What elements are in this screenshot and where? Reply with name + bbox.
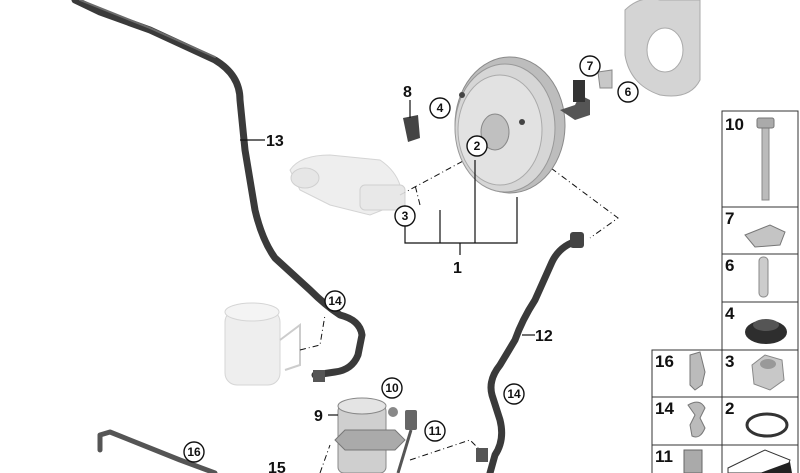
- callout-14b[interactable]: 14: [503, 383, 525, 405]
- callout-7[interactable]: 7: [579, 55, 601, 77]
- seal-plate: [624, 0, 701, 97]
- o-ring-icon: [745, 412, 789, 438]
- callout-6[interactable]: 6: [617, 81, 639, 103]
- part-cell-shim[interactable]: [721, 444, 799, 473]
- svg-text:14: 14: [328, 294, 342, 308]
- hose-connector: [570, 232, 584, 248]
- callout-8: 8: [403, 84, 412, 101]
- svg-text:7: 7: [587, 59, 594, 73]
- hose-clip: [476, 448, 488, 462]
- vacuum-line-16[interactable]: [97, 429, 218, 473]
- callout-4[interactable]: 4: [429, 97, 451, 119]
- svg-text:8: 8: [403, 84, 412, 101]
- svg-text:9: 9: [314, 408, 323, 425]
- bolt-icon: [756, 117, 775, 201]
- svg-text:4: 4: [437, 101, 444, 115]
- callout-12: 12: [535, 328, 553, 345]
- part-cell-14[interactable]: 14: [651, 396, 723, 446]
- master-cylinder-ghost: [289, 154, 406, 216]
- part-cell-3[interactable]: 3: [721, 349, 799, 398]
- cable-clip-icon: [683, 449, 703, 473]
- svg-text:3: 3: [402, 209, 409, 223]
- vacuum-hose-13[interactable]: [71, 0, 366, 379]
- callout-2[interactable]: 2: [466, 135, 488, 157]
- svg-text:11: 11: [655, 447, 673, 466]
- callout-13: 13: [266, 133, 284, 150]
- svg-text:1: 1: [453, 260, 462, 277]
- svg-text:3: 3: [725, 352, 734, 371]
- electric-vacuum-pump[interactable]: [334, 397, 417, 473]
- svg-text:12: 12: [535, 328, 553, 345]
- sensor-8[interactable]: [403, 115, 420, 142]
- part-cell-16[interactable]: 16: [651, 349, 723, 398]
- svg-text:15: 15: [268, 460, 286, 473]
- callout-11[interactable]: 11: [424, 420, 446, 442]
- svg-text:16: 16: [187, 445, 201, 459]
- svg-text:13: 13: [266, 133, 284, 150]
- svg-text:10: 10: [385, 381, 399, 395]
- svg-text:6: 6: [725, 256, 734, 275]
- brake-booster[interactable]: [454, 56, 590, 194]
- clip-icon: [744, 224, 786, 248]
- grommet-icon: [745, 319, 787, 344]
- part-cell-11[interactable]: 11: [651, 444, 723, 473]
- pin-bracket: [597, 69, 613, 89]
- parts-panel: 10 7 6 4 16 3 14 2 11: [651, 110, 799, 473]
- svg-text:2: 2: [725, 399, 734, 418]
- callout-9: 9: [314, 408, 323, 425]
- hex-nut-icon: [751, 354, 785, 391]
- svg-text:7: 7: [725, 209, 734, 228]
- callout-15: 15: [268, 460, 286, 473]
- svg-text:11: 11: [429, 424, 442, 438]
- vacuum-hose-12[interactable]: [486, 232, 584, 473]
- svg-text:6: 6: [625, 85, 632, 99]
- part-cell-4[interactable]: 4: [721, 301, 799, 351]
- pin-icon: [758, 256, 769, 298]
- callout-1: 1: [453, 260, 462, 277]
- callout-14a[interactable]: 14: [324, 290, 346, 312]
- callout-3[interactable]: 3: [394, 205, 416, 227]
- part-cell-2[interactable]: 2: [721, 396, 799, 446]
- part-cell-10[interactable]: 10: [721, 110, 799, 208]
- callout-16[interactable]: 16: [183, 441, 205, 463]
- hose-clip-14: [313, 370, 325, 382]
- svg-text:2: 2: [474, 139, 481, 153]
- svg-text:16: 16: [655, 352, 674, 371]
- part-cell-6[interactable]: 6: [721, 253, 799, 303]
- callout-10[interactable]: 10: [381, 377, 403, 399]
- hose-clip-icon: [689, 351, 706, 391]
- svg-text:4: 4: [725, 304, 735, 323]
- svg-text:14: 14: [655, 399, 674, 418]
- svg-text:14: 14: [507, 387, 521, 401]
- svg-text:10: 10: [725, 115, 744, 134]
- vacuum-pump-ghost: [224, 302, 326, 386]
- hose-clip-icon: [687, 401, 706, 438]
- part-cell-7[interactable]: 7: [721, 206, 799, 255]
